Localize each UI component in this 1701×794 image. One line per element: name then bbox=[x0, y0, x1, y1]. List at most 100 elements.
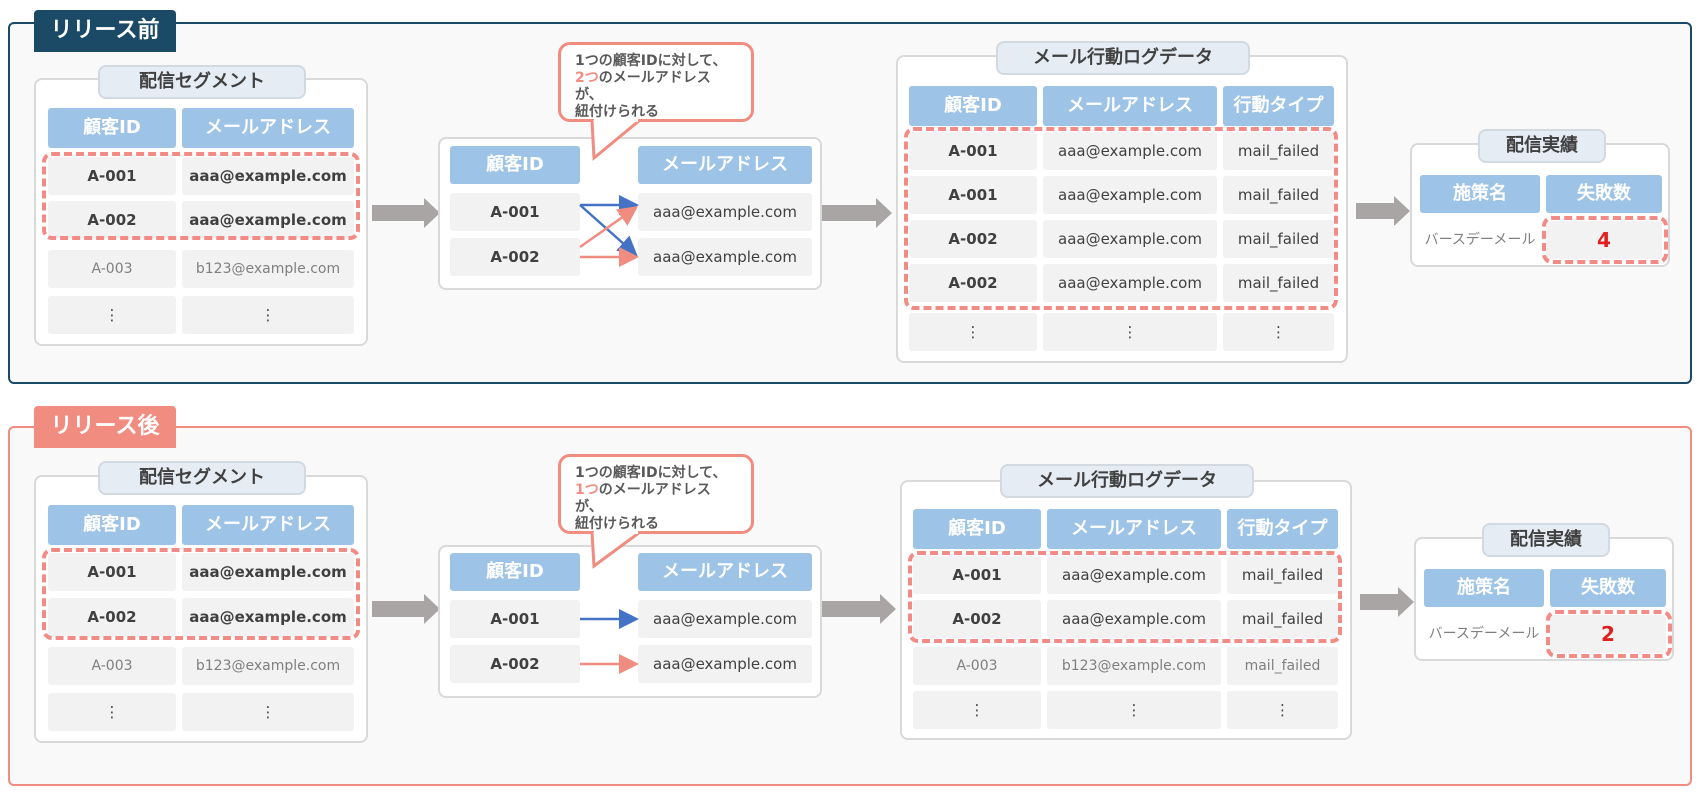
segment-header-email: メールアドレス bbox=[182, 108, 354, 148]
log-cell: aaa@example.com bbox=[1047, 600, 1221, 638]
segment-cell: A-002 bbox=[48, 201, 176, 239]
log-cell-ellipsis: ⋮ bbox=[1227, 691, 1338, 729]
segment-header-id: 顧客ID bbox=[48, 108, 176, 148]
segment-cell: A-001 bbox=[48, 553, 176, 591]
bubble-count: 1つ bbox=[575, 482, 599, 498]
log-cell: A-002 bbox=[909, 220, 1037, 258]
log-cell: mail_failed bbox=[1227, 600, 1338, 638]
log-cell-ellipsis: ⋮ bbox=[913, 691, 1041, 729]
bubble-count: 2つ bbox=[575, 70, 599, 86]
log-cell: mail_failed bbox=[1223, 176, 1334, 214]
segment-cell-ellipsis: ⋮ bbox=[48, 693, 176, 731]
flow-arrow bbox=[822, 198, 892, 228]
segment-highlight bbox=[42, 548, 360, 640]
log-cell: aaa@example.com bbox=[1047, 556, 1221, 594]
bubble-line3: 紐付けられる bbox=[575, 516, 659, 532]
segment-cell: A-001 bbox=[48, 157, 176, 195]
result-highlight bbox=[1542, 216, 1668, 264]
bubble-line1: 1つの顧客IDに対して、 bbox=[575, 465, 727, 481]
log-cell: aaa@example.com bbox=[1043, 220, 1217, 258]
log-cell: mail_failed bbox=[1223, 220, 1334, 258]
bubble-line1: 1つの顧客IDに対して、 bbox=[575, 53, 727, 69]
mapping-id-cell: A-002 bbox=[450, 645, 580, 683]
log-cell: mail_failed bbox=[1227, 556, 1338, 594]
log-cell: aaa@example.com bbox=[1043, 264, 1217, 302]
segment-title: 配信セグメント bbox=[98, 65, 306, 99]
log-cell: aaa@example.com bbox=[1043, 176, 1217, 214]
segment-header-email: メールアドレス bbox=[182, 505, 354, 545]
segment-cell-ellipsis: ⋮ bbox=[182, 296, 354, 334]
result-header-failcount: 失敗数 bbox=[1546, 175, 1662, 213]
mapping-email-cell: aaa@example.com bbox=[638, 238, 812, 276]
bubble-line2: のメールアドレスが、 bbox=[575, 482, 711, 515]
mapping-id-cell: A-001 bbox=[450, 193, 580, 231]
log-cell: A-001 bbox=[913, 556, 1041, 594]
result-header-campaign: 施策名 bbox=[1420, 175, 1540, 213]
segment-cell: A-003 bbox=[48, 647, 176, 685]
log-cell-ellipsis: ⋮ bbox=[1223, 313, 1334, 351]
log-cell-ellipsis: ⋮ bbox=[909, 313, 1037, 351]
log-cell: aaa@example.com bbox=[1043, 132, 1217, 170]
mapping-id-cell: A-001 bbox=[450, 600, 580, 638]
log-cell: b123@example.com bbox=[1047, 647, 1221, 685]
log-cell: A-001 bbox=[909, 176, 1037, 214]
segment-cell: A-002 bbox=[48, 598, 176, 636]
segment-cell: b123@example.com bbox=[182, 250, 354, 288]
log-header-type: 行動タイプ bbox=[1227, 509, 1338, 549]
speech-bubble: 1つの顧客IDに対して、 2つのメールアドレスが、 紐付けられる bbox=[558, 42, 754, 122]
flow-arrow bbox=[1356, 196, 1410, 226]
mapping-links bbox=[580, 609, 639, 674]
segment-cell: aaa@example.com bbox=[182, 157, 354, 195]
mapping-header-id: 顧客ID bbox=[450, 553, 580, 591]
result-header-campaign: 施策名 bbox=[1424, 569, 1544, 607]
flow-arrow bbox=[1360, 587, 1414, 617]
segment-cell: aaa@example.com bbox=[182, 553, 354, 591]
log-cell: A-003 bbox=[913, 647, 1041, 685]
segment-cell-ellipsis: ⋮ bbox=[182, 693, 354, 731]
mapping-header-email: メールアドレス bbox=[638, 146, 812, 184]
mapping-header-id: 顧客ID bbox=[450, 146, 580, 184]
result-highlight bbox=[1546, 610, 1672, 658]
segment-cell: aaa@example.com bbox=[182, 598, 354, 636]
mapping-email-cell: aaa@example.com bbox=[638, 600, 812, 638]
log-cell: A-001 bbox=[909, 132, 1037, 170]
log-header-id: 顧客ID bbox=[913, 509, 1041, 549]
log-cell-ellipsis: ⋮ bbox=[1043, 313, 1217, 351]
log-cell: A-002 bbox=[909, 264, 1037, 302]
log-header-email: メールアドレス bbox=[1047, 509, 1221, 549]
mapping-email-cell: aaa@example.com bbox=[638, 193, 812, 231]
segment-cell: A-003 bbox=[48, 250, 176, 288]
log-cell-ellipsis: ⋮ bbox=[1047, 691, 1221, 729]
mapping-id-cell: A-002 bbox=[450, 238, 580, 276]
log-title: メール行動ログデータ bbox=[1000, 464, 1254, 498]
speech-bubble: 1つの顧客IDに対して、 1つのメールアドレスが、 紐付けられる bbox=[558, 454, 754, 534]
mapping-links bbox=[579, 195, 639, 267]
before-release-tab: リリース前 bbox=[34, 10, 176, 52]
result-failcount: 4 bbox=[1546, 221, 1662, 259]
result-title: 配信実績 bbox=[1478, 129, 1606, 163]
bubble-line3: 紐付けられる bbox=[575, 104, 659, 120]
segment-cell: aaa@example.com bbox=[182, 201, 354, 239]
result-campaign: バースデーメール bbox=[1428, 626, 1540, 642]
flow-arrow bbox=[822, 594, 896, 624]
log-cell: mail_failed bbox=[1227, 647, 1338, 685]
mapping-header-email: メールアドレス bbox=[638, 553, 812, 591]
result-header-failcount: 失敗数 bbox=[1550, 569, 1666, 607]
log-highlight bbox=[908, 551, 1342, 643]
segment-cell-ellipsis: ⋮ bbox=[48, 296, 176, 334]
flow-arrow bbox=[372, 594, 440, 624]
segment-title: 配信セグメント bbox=[98, 461, 306, 495]
log-highlight bbox=[904, 127, 1338, 310]
mapping-email-cell: aaa@example.com bbox=[638, 645, 812, 683]
result-failcount: 2 bbox=[1550, 615, 1666, 653]
bubble-tail bbox=[590, 530, 641, 569]
bubble-line2: のメールアドレスが、 bbox=[575, 70, 711, 103]
log-header-email: メールアドレス bbox=[1043, 86, 1217, 126]
flow-arrow bbox=[372, 198, 440, 228]
log-header-id: 顧客ID bbox=[909, 86, 1037, 126]
log-cell: mail_failed bbox=[1223, 132, 1334, 170]
segment-cell: b123@example.com bbox=[182, 647, 354, 685]
log-title: メール行動ログデータ bbox=[996, 41, 1250, 75]
after-release-tab: リリース後 bbox=[34, 406, 176, 448]
log-cell: mail_failed bbox=[1223, 264, 1334, 302]
